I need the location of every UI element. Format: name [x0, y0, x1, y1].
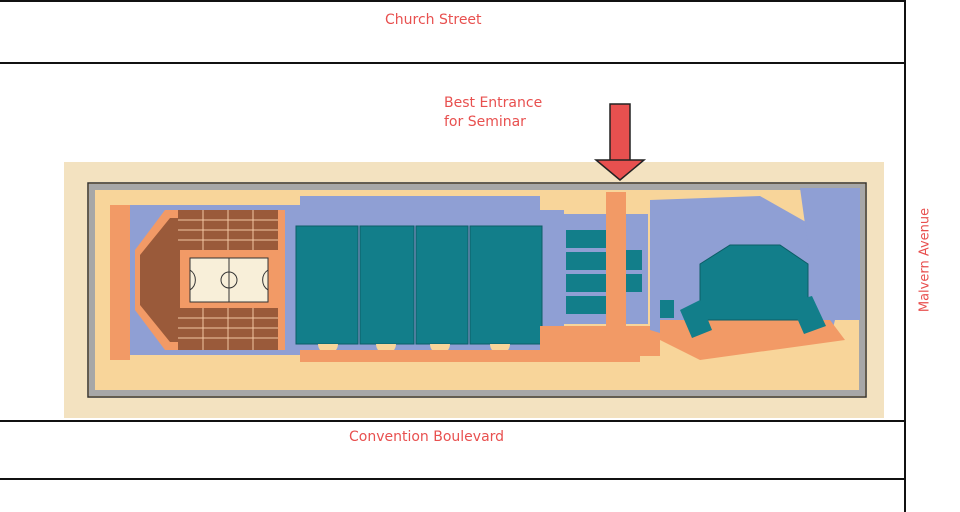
exhibit-hall-a — [295, 225, 359, 345]
street-label-church: Church Street — [385, 12, 482, 28]
northeast-parking — [800, 188, 860, 320]
arena-corridor — [110, 205, 130, 360]
lower-concourse — [300, 350, 640, 362]
road-line-church-bottom — [0, 62, 906, 64]
exhibit-hall-d — [469, 225, 543, 345]
seating-rows — [178, 210, 278, 350]
south-concourse — [540, 326, 660, 356]
road-line-church-top — [0, 0, 906, 2]
street-label-convention: Convention Boulevard — [349, 429, 505, 445]
road-line-malvern-west — [904, 0, 906, 512]
exhibit-hall-b — [359, 225, 415, 345]
entrance-annotation-line1: Best Entrance — [444, 95, 543, 111]
seating-west — [140, 218, 180, 342]
entrance-annotation-line2: for Seminar — [444, 114, 526, 130]
exhibit-halls — [295, 225, 543, 345]
road-line-convention-top — [0, 420, 906, 422]
road-line-convention-bottom — [0, 478, 906, 480]
entrance-corridor — [606, 192, 626, 356]
exhibit-hall-c — [415, 225, 469, 345]
ballroom — [699, 244, 809, 321]
north-concourse — [300, 196, 540, 212]
entrance-arrow — [593, 103, 647, 181]
outer-service-road — [89, 184, 865, 396]
